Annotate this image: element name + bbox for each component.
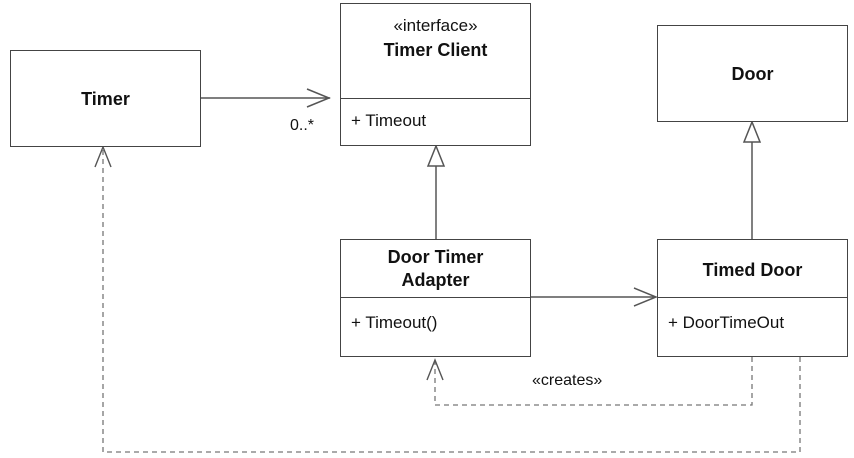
association-arrowhead-timeddoor bbox=[633, 287, 658, 307]
class-adapter-operation: + Timeout() bbox=[351, 313, 438, 332]
class-timer-client-operation: + Timeout bbox=[351, 111, 427, 130]
class-timer-client-divider bbox=[341, 98, 530, 99]
creates-arrowhead bbox=[426, 358, 444, 381]
class-timer[interactable]: Timer bbox=[10, 50, 201, 147]
class-timer-client-stereotype: «interface» bbox=[393, 16, 478, 35]
class-door-name: Door bbox=[731, 64, 774, 84]
class-timed-door[interactable]: Timed Door + DoorTimeOut bbox=[657, 239, 848, 357]
class-door[interactable]: Door bbox=[657, 25, 848, 122]
timer-dependency bbox=[102, 148, 801, 453]
class-timer-client-name: Timer Client bbox=[383, 40, 488, 60]
multiplicity-label: 0..* bbox=[290, 117, 315, 134]
class-adapter-name-line1: Door Timer bbox=[387, 247, 484, 267]
creates-label: «creates» bbox=[532, 372, 603, 389]
inheritance-triangle-door bbox=[742, 119, 762, 143]
association-arrowhead bbox=[306, 88, 331, 108]
class-adapter-name-line2: Adapter bbox=[401, 270, 470, 290]
timer-dependency-arrowhead bbox=[94, 145, 112, 168]
realization-triangle-client bbox=[426, 143, 446, 167]
class-timed-door-name: Timed Door bbox=[702, 260, 803, 280]
class-timer-name: Timer bbox=[81, 89, 130, 109]
class-timed-door-operation: + DoorTimeOut bbox=[668, 313, 785, 332]
class-adapter-divider bbox=[341, 297, 530, 298]
class-timer-client[interactable]: «interface» Timer Client + Timeout bbox=[340, 3, 531, 146]
class-timed-door-divider bbox=[658, 297, 847, 298]
class-door-timer-adapter[interactable]: Door Timer Adapter + Timeout() bbox=[340, 239, 531, 357]
